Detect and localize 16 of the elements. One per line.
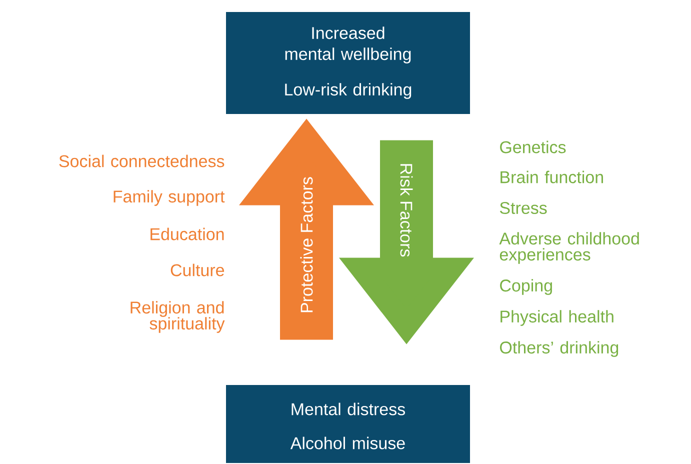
- outcome-box: Increased mental wellbeing Low-risk drinking: [226, 12, 470, 114]
- factor-label: Physical health: [500, 310, 614, 326]
- factor-label: Education: [150, 228, 224, 240]
- factor-label: Social connectedness: [59, 154, 224, 168]
- edge-label: Risk Factors: [400, 164, 413, 257]
- factor-label: Religion and spirituality: [130, 301, 225, 333]
- factor-label: Family support: [114, 190, 225, 206]
- factor-label: Coping: [500, 279, 552, 295]
- factor-label: Brain function: [500, 170, 603, 184]
- factor-label: Others’ drinking: [500, 341, 618, 357]
- edge-label: Protective Factors: [300, 177, 313, 312]
- factor-label: Adverse childhood experiences: [499, 232, 639, 264]
- outcome-box: Mental distress Alcohol misuse: [226, 385, 470, 463]
- factor-label: Culture: [170, 264, 224, 276]
- factor-label: Genetics: [500, 140, 566, 154]
- factor-label: Stress: [500, 202, 547, 214]
